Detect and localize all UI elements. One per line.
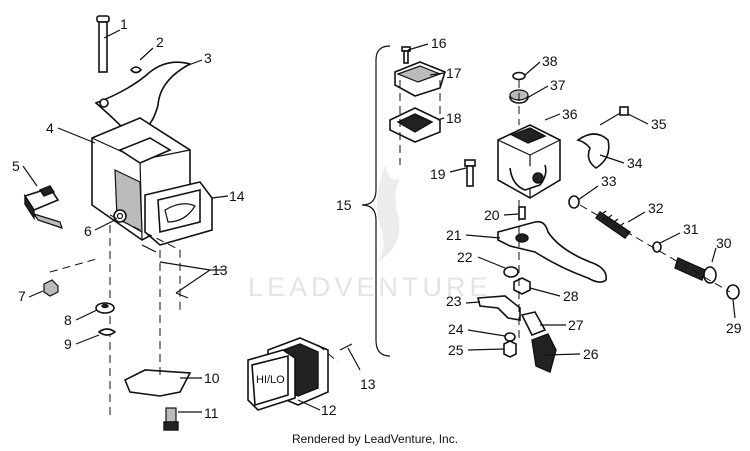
callout-12: 12 bbox=[321, 402, 337, 418]
part-23-bracket bbox=[476, 295, 521, 321]
part-36-master-cylinder bbox=[497, 124, 561, 199]
callout-13-right: 13 bbox=[360, 376, 376, 392]
callout-30: 30 bbox=[716, 235, 732, 251]
part-13-screws-left bbox=[141, 244, 212, 299]
part-38-washer bbox=[512, 71, 526, 81]
part-20-pin bbox=[518, 206, 526, 220]
callout-20: 20 bbox=[484, 207, 500, 223]
callout-27: 27 bbox=[568, 317, 584, 333]
part-26-cover bbox=[531, 333, 557, 373]
part-19-bolt bbox=[464, 159, 476, 187]
part-22-bushing bbox=[503, 266, 519, 278]
part-9-clip bbox=[97, 328, 117, 336]
part-5-knob bbox=[23, 185, 63, 229]
part-33-washer bbox=[568, 195, 580, 209]
callout-4: 4 bbox=[46, 120, 54, 136]
part-18-gasket bbox=[389, 107, 441, 143]
callout-33: 33 bbox=[601, 173, 617, 189]
switch-label: HI/LO bbox=[256, 374, 285, 386]
part-1-bolt bbox=[96, 15, 110, 73]
callout-16: 16 bbox=[431, 35, 447, 51]
part-31-washer bbox=[652, 241, 662, 253]
callout-13-left: 13 bbox=[212, 262, 228, 278]
callout-5: 5 bbox=[12, 158, 20, 174]
callout-15: 15 bbox=[336, 197, 352, 213]
part-10-plate bbox=[123, 369, 192, 397]
callout-25: 25 bbox=[448, 342, 464, 358]
callout-9: 9 bbox=[64, 336, 72, 352]
callout-23: 23 bbox=[446, 293, 462, 309]
part-25-nut bbox=[503, 340, 517, 358]
callout-34: 34 bbox=[627, 155, 643, 171]
part-27-brake-switch bbox=[520, 311, 547, 337]
callout-3: 3 bbox=[204, 50, 212, 66]
callout-35: 35 bbox=[651, 116, 667, 132]
callout-11: 11 bbox=[204, 405, 219, 421]
callout-22: 22 bbox=[457, 249, 473, 265]
watermark-text: LEADVENTURE bbox=[248, 272, 492, 302]
callout-8: 8 bbox=[64, 312, 72, 328]
part-6-washer bbox=[113, 209, 127, 223]
leader-lines bbox=[22, 29, 736, 413]
part-32-spring bbox=[595, 210, 632, 239]
callout-numbers: 1 2 3 4 5 6 7 8 9 10 11 12 13 13 14 15 1… bbox=[12, 16, 742, 421]
callout-29: 29 bbox=[726, 320, 742, 336]
part-11-screw bbox=[163, 407, 179, 431]
callout-24: 24 bbox=[448, 321, 464, 337]
callout-21: 21 bbox=[446, 227, 462, 243]
part-12-switch: HI/LO bbox=[247, 337, 329, 411]
callout-37: 37 bbox=[550, 77, 566, 93]
callout-17: 17 bbox=[446, 65, 462, 81]
callout-28: 28 bbox=[563, 288, 579, 304]
callout-18: 18 bbox=[446, 110, 462, 126]
callout-10: 10 bbox=[204, 370, 220, 386]
part-13-screw-right bbox=[339, 343, 353, 351]
part-29-oring bbox=[726, 284, 740, 300]
part-28-nut bbox=[513, 277, 531, 295]
footer-credit: Rendered by LeadVenture, Inc. bbox=[291, 432, 459, 446]
part-14-boot bbox=[144, 181, 213, 246]
callout-19: 19 bbox=[430, 166, 446, 182]
part-30-piston bbox=[674, 257, 717, 284]
watermark: LEADVENTURE bbox=[248, 165, 492, 302]
callout-32: 32 bbox=[648, 200, 664, 216]
callout-36: 36 bbox=[562, 106, 578, 122]
left-assembly bbox=[23, 15, 213, 431]
bracket-15 bbox=[361, 45, 391, 357]
callout-6: 6 bbox=[84, 223, 92, 239]
callout-1: 1 bbox=[120, 16, 128, 32]
callout-26: 26 bbox=[583, 346, 599, 362]
callout-7: 7 bbox=[18, 288, 26, 304]
callout-2: 2 bbox=[156, 34, 164, 50]
part-24-washer bbox=[504, 332, 516, 342]
part-34-clamp bbox=[576, 133, 610, 169]
part-35-screw bbox=[599, 106, 629, 126]
part-2-clip bbox=[129, 66, 143, 74]
callout-38: 38 bbox=[542, 53, 558, 69]
callout-14: 14 bbox=[229, 188, 245, 204]
callout-31: 31 bbox=[683, 221, 699, 237]
part-7-nut bbox=[43, 279, 59, 297]
right-assembly bbox=[389, 46, 740, 373]
